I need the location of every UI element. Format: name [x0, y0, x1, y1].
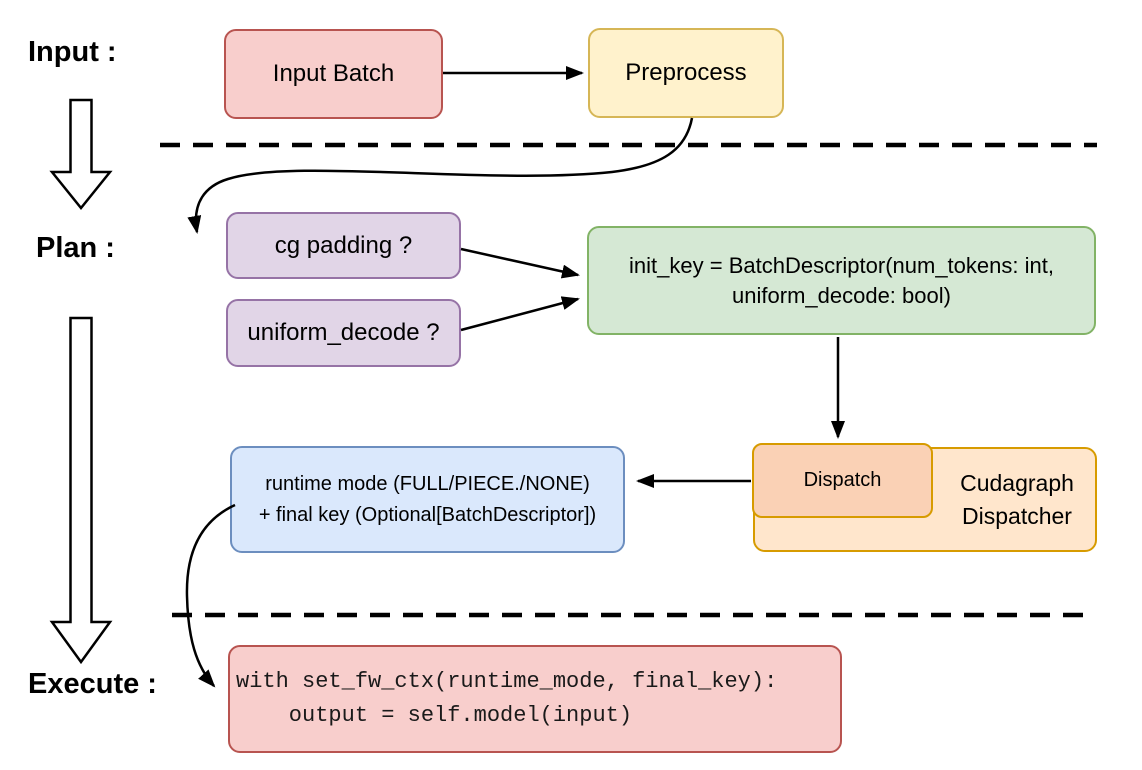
stage-arrow-plan-to-execute-icon: [49, 316, 113, 665]
node-runtime-mode-line1: runtime mode (FULL/PIECE./NONE): [265, 472, 590, 495]
section-label-execute: Execute :: [28, 668, 157, 700]
node-input-batch-label: Input Batch: [272, 60, 395, 87]
cudagraph-dispatcher-line2: Dispatcher: [962, 502, 1072, 529]
node-init-key-line2: uniform_decode: bool): [732, 282, 951, 308]
node-uniform-decode-label: uniform_decode ?: [247, 319, 440, 346]
node-cg-padding-label: cg padding ?: [274, 231, 413, 259]
execute-code-line1: with set_fw_ctx(runtime_mode, final_key)…: [236, 669, 778, 694]
execute-code-line2: output = self.model(input): [236, 703, 633, 728]
section-label-plan: Plan :: [36, 232, 115, 264]
node-init-key-line1: init_key = BatchDescriptor(num_tokens: i…: [629, 252, 1054, 278]
section-label-input: Input :: [28, 36, 117, 68]
cudagraph-dispatcher-line1: Cudagraph: [960, 469, 1074, 496]
node-preprocess-label: Preprocess: [625, 59, 747, 86]
node-runtime-mode: runtime mode (FULL/PIECE./NONE) + final …: [230, 446, 625, 553]
node-dispatch-label: Dispatch: [803, 469, 882, 491]
node-init-key: init_key = BatchDescriptor(num_tokens: i…: [587, 226, 1096, 335]
arrow-uniform-decode-to-init-key: [460, 296, 580, 332]
stage-arrow-input-to-plan-icon: [49, 98, 113, 210]
node-cg-padding: cg padding ?: [226, 212, 461, 279]
node-runtime-mode-line2: + final key (Optional[BatchDescriptor]): [258, 503, 597, 526]
node-preprocess: Preprocess: [588, 28, 784, 118]
node-uniform-decode: uniform_decode ?: [226, 299, 461, 367]
cudagraph-dispatcher-caption: Cudagraph Dispatcher: [935, 449, 1099, 550]
node-dispatch: Dispatch: [752, 443, 933, 518]
arrow-cg-padding-to-init-key: [460, 247, 580, 279]
node-execute-code: with set_fw_ctx(runtime_mode, final_key)…: [228, 645, 842, 753]
node-input-batch: Input Batch: [224, 29, 443, 119]
